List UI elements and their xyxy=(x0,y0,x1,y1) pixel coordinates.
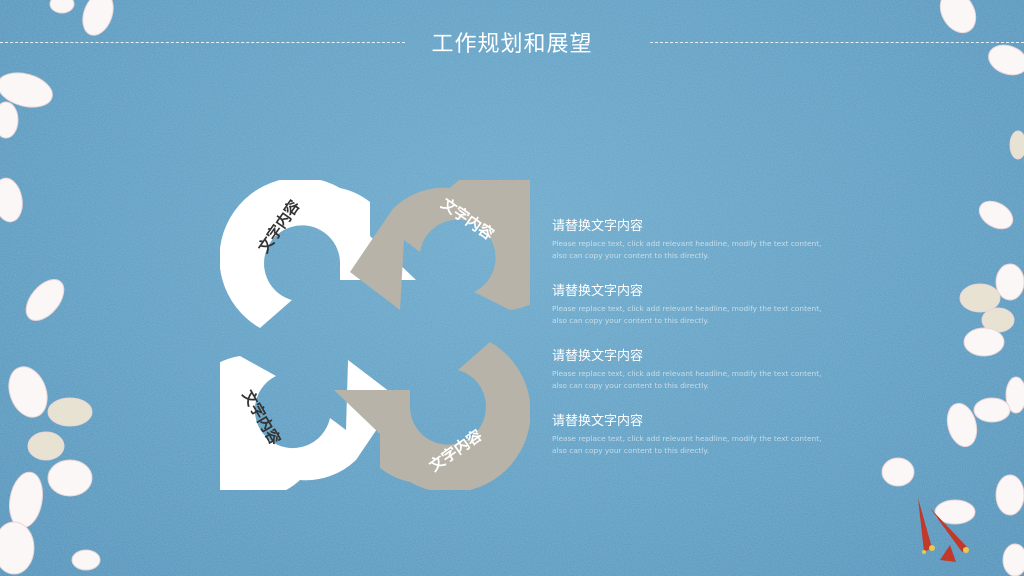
clover-arrow-diagram: 文字内容 文字内容 文字内容 文字内容 xyxy=(220,180,530,490)
list-item: 请替换文字内容 Please replace text, click add r… xyxy=(552,413,842,478)
item-desc-line1: Please replace text, click add relevant … xyxy=(552,369,822,378)
list-item: 请替换文字内容 Please replace text, click add r… xyxy=(552,348,842,413)
ring-bottom-right xyxy=(334,342,530,490)
item-desc-line2: also can copy your content to this direc… xyxy=(552,316,709,325)
ring-top-right xyxy=(350,180,530,310)
ring-top-left xyxy=(220,180,416,328)
item-title: 请替换文字内容 xyxy=(552,414,644,429)
item-title: 请替换文字内容 xyxy=(552,219,644,234)
item-title: 请替换文字内容 xyxy=(552,349,644,364)
item-desc-line2: also can copy your content to this direc… xyxy=(552,446,709,455)
list-item: 请替换文字内容 Please replace text, click add r… xyxy=(552,283,842,348)
ring-bottom-left xyxy=(220,356,398,490)
item-desc-line1: Please replace text, click add relevant … xyxy=(552,239,822,248)
item-title: 请替换文字内容 xyxy=(552,284,644,299)
title-divider-right xyxy=(650,42,1024,43)
page-title: 工作规划和展望 xyxy=(431,32,593,57)
list-item: 请替换文字内容 Please replace text, click add r… xyxy=(552,218,842,283)
item-desc-line2: also can copy your content to this direc… xyxy=(552,251,709,260)
item-desc-line1: Please replace text, click add relevant … xyxy=(552,304,822,313)
content-list: 请替换文字内容 Please replace text, click add r… xyxy=(552,218,842,478)
item-desc-line1: Please replace text, click add relevant … xyxy=(552,434,822,443)
title-divider-left xyxy=(0,42,405,43)
item-desc-line2: also can copy your content to this direc… xyxy=(552,381,709,390)
